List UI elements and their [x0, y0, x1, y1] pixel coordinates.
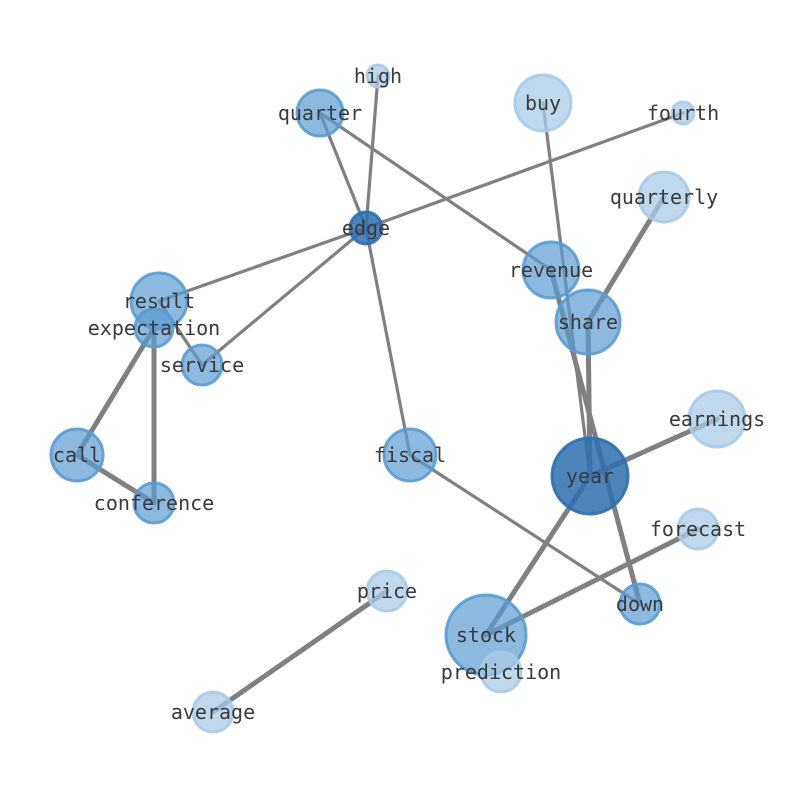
node-label-down: down: [616, 592, 664, 616]
node-fourth[interactable]: [670, 100, 696, 126]
node-buy[interactable]: [513, 73, 573, 133]
node-label-buy: buy: [525, 91, 561, 115]
node-label-call: call: [53, 443, 101, 467]
edge-fourth-edge: [364, 111, 685, 230]
node-forecast[interactable]: [676, 507, 720, 551]
edge-quarter-revenue: [318, 111, 553, 272]
node-label-high: high: [354, 64, 402, 88]
node-label-price: price: [357, 579, 417, 603]
node-edge[interactable]: [348, 210, 384, 246]
nodes-layer: [49, 63, 747, 734]
node-quarterly[interactable]: [637, 170, 691, 224]
node-call[interactable]: [49, 427, 105, 483]
node-label-expectation: expectation: [88, 316, 220, 340]
node-average[interactable]: [191, 690, 235, 734]
node-label-edge: edge: [342, 216, 390, 240]
node-revenue[interactable]: [521, 240, 581, 300]
node-label-fourth: fourth: [647, 101, 719, 125]
edge-edge-result: [157, 226, 368, 303]
node-earnings[interactable]: [687, 389, 747, 449]
edge-edge-service: [200, 226, 368, 367]
node-share[interactable]: [554, 288, 622, 356]
edge-price-average: [210, 588, 390, 715]
node-label-quarter: quarter: [278, 101, 362, 125]
node-year[interactable]: [550, 436, 630, 516]
node-label-prediction: prediction: [441, 660, 561, 684]
node-label-forecast: forecast: [650, 517, 746, 541]
edges-layer: [74, 74, 720, 715]
node-label-result: result: [123, 289, 195, 313]
node-label-revenue: revenue: [509, 258, 593, 282]
node-label-year: year: [566, 464, 614, 488]
edge-high-edge: [364, 74, 380, 230]
node-quarter[interactable]: [295, 88, 345, 138]
node-label-earnings: earnings: [669, 407, 765, 431]
node-expectation[interactable]: [133, 307, 175, 349]
node-label-share: share: [558, 310, 618, 334]
node-down[interactable]: [618, 582, 662, 626]
node-label-quarterly: quarterly: [610, 185, 718, 209]
node-service[interactable]: [180, 343, 224, 387]
node-label-average: average: [171, 700, 255, 724]
node-label-stock: stock: [456, 623, 516, 647]
node-label-fiscal: fiscal: [374, 443, 446, 467]
node-prediction[interactable]: [479, 650, 523, 694]
edge-edge-fiscal: [364, 226, 412, 457]
node-high[interactable]: [365, 63, 391, 89]
node-conference[interactable]: [132, 481, 176, 525]
node-label-conference: conference: [94, 491, 214, 515]
node-fiscal[interactable]: [382, 427, 438, 483]
labels-layer: high quarter buy fourth quarterly edge revenue…: [53, 64, 765, 724]
node-label-service: service: [160, 353, 244, 377]
node-price[interactable]: [365, 569, 409, 613]
